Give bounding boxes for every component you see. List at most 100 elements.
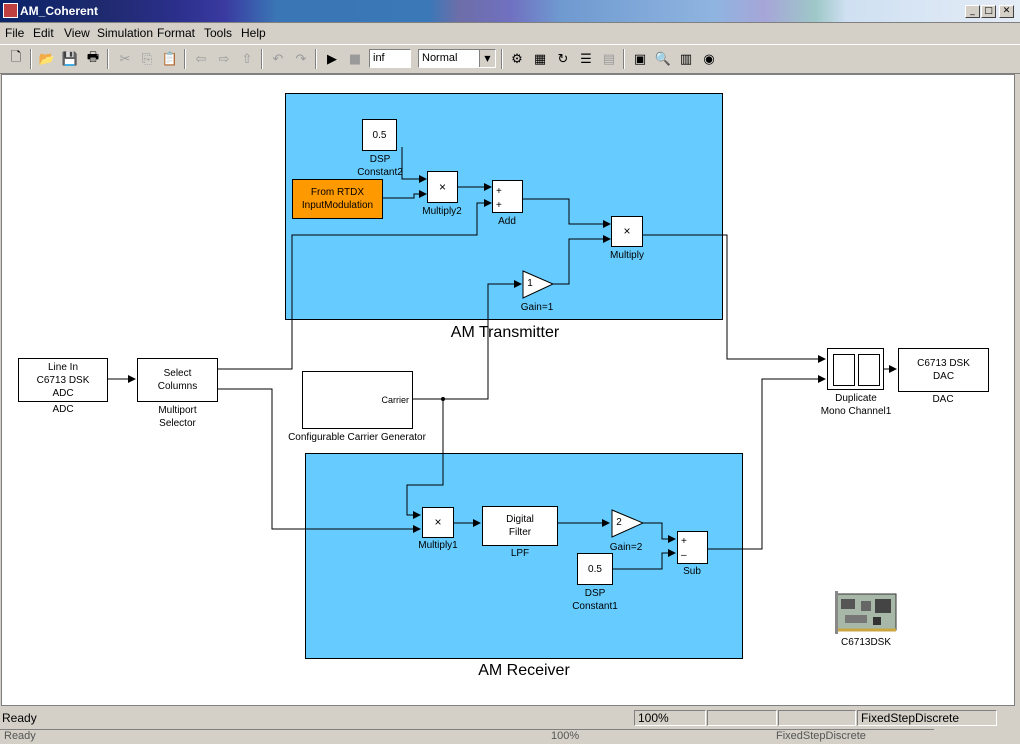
paste-icon[interactable]: 📋 [161, 51, 179, 67]
close-button[interactable]: ✕ [999, 5, 1014, 18]
maximize-button[interactable]: □ [981, 5, 996, 18]
debugger-icon[interactable]: ▥ [679, 51, 693, 67]
multiply-block[interactable]: × [611, 216, 643, 247]
signal-lines [108, 147, 897, 570]
toolbar-separator [623, 49, 625, 69]
gain2-triangle [611, 509, 645, 538]
minimize-button[interactable]: _ [965, 5, 980, 18]
ghost-solver-name: FixedStepDiscrete [776, 730, 866, 742]
update-diagram-icon[interactable]: ▦ [533, 51, 547, 67]
solver-name: FixedStepDiscrete [857, 710, 997, 726]
print-icon[interactable]: 🖶 [86, 50, 100, 65]
sub-plus-sign: + [681, 536, 687, 547]
add-block[interactable]: + + [492, 180, 523, 213]
line-in-adc-block[interactable]: Line In C6713 DSK ADC [18, 358, 108, 402]
from-rtdx-block[interactable]: From RTDX InputModulation [292, 179, 383, 219]
menu-view[interactable]: View [64, 26, 90, 40]
gain1-triangle [522, 270, 555, 299]
carrier-generator-label: Configurable Carrier Generator [288, 432, 426, 443]
status-pane-empty [778, 710, 856, 726]
menu-edit[interactable]: Edit [33, 26, 54, 40]
stop-time-input[interactable]: inf [369, 49, 411, 68]
menu-help[interactable]: Help [241, 26, 266, 40]
status-pane-empty [707, 710, 777, 726]
open-folder-icon[interactable]: 📂 [38, 51, 56, 67]
multiply1-block[interactable]: × [422, 507, 454, 538]
multiply1-label: Multiply1 [418, 540, 458, 551]
multiply2-label: Multiply2 [422, 206, 462, 217]
gain2-value[interactable]: 2 [616, 517, 622, 528]
dsp-constant1-label: DSP Constant1 [572, 588, 618, 612]
menu-tools[interactable]: Tools [204, 26, 233, 40]
multiport-selector-block[interactable]: Select Columns [137, 358, 218, 402]
toolbar-separator [501, 49, 503, 69]
refresh-icon[interactable]: ↻ [557, 51, 569, 67]
simulink-app-icon [3, 3, 18, 18]
up-arrow-icon[interactable]: ⇧ [241, 51, 253, 67]
add-label: Add [498, 216, 516, 227]
build-icon[interactable]: ⚙ [511, 51, 523, 67]
duplicate-mono-channel-block[interactable] [827, 348, 884, 390]
toolbar-separator [107, 49, 109, 69]
am-receiver-label: AM Receiver [478, 662, 570, 679]
save-icon[interactable]: 💾 [61, 51, 79, 67]
multiply-label: Multiply [610, 250, 644, 261]
stop-simulation-icon[interactable]: ■ [348, 51, 362, 67]
window-title: AM_Coherent [20, 4, 99, 18]
digital-filter-block[interactable]: Digital Filter [482, 506, 558, 546]
toolbar-separator [261, 49, 263, 69]
toolbar: 🗋 📂 💾 🖶 ✂ ⎘ 📋 ⇦ ⇨ ⇧ ↶ ↷ ▶ ■ inf Normal ▼… [0, 44, 1020, 74]
sub-label: Sub [683, 566, 701, 577]
copy-icon[interactable]: ⎘ [141, 51, 153, 67]
ghost-status-text: Ready [4, 730, 36, 742]
simulation-mode-value: Normal [422, 52, 458, 64]
dsp-constant2-block[interactable]: 0.5 [362, 119, 397, 151]
menu-simulation[interactable]: Simulation [97, 26, 154, 40]
am-transmitter-label: AM Transmitter [450, 324, 560, 341]
status-bar: Ready 100% FixedStepDiscrete Ready 100% … [0, 707, 1020, 743]
back-arrow-icon[interactable]: ⇦ [195, 51, 207, 67]
menu-format[interactable]: Format [157, 26, 196, 40]
redo-icon[interactable]: ↷ [295, 51, 307, 67]
zoom-level: 100% [634, 710, 706, 726]
toolbar-separator [30, 49, 32, 69]
channel-box [858, 354, 880, 386]
circuit-board-icon [835, 591, 897, 634]
toolbar-separator [315, 49, 317, 69]
channel-box [833, 354, 855, 386]
forward-arrow-icon[interactable]: ⇨ [218, 51, 230, 67]
multiply2-block[interactable]: × [427, 171, 458, 203]
adc-label: ADC [52, 404, 74, 415]
model-explorer-icon[interactable]: 🔍 [654, 51, 672, 67]
cut-icon[interactable]: ✂ [119, 51, 131, 67]
gain1-value[interactable]: 1 [527, 278, 533, 289]
lpf-label: LPF [510, 548, 530, 559]
menu-file[interactable]: File [5, 26, 25, 40]
library-browser-icon[interactable]: ▣ [633, 51, 647, 67]
dac-label: DAC [932, 394, 954, 405]
multiport-selector-label: Multiport Selector [158, 405, 197, 429]
c6713dsk-board-icon[interactable] [835, 591, 898, 634]
title-bar[interactable]: AM_Coherent _ □ ✕ [0, 0, 1020, 23]
duplicate-mono-channel-label: Duplicate Mono Channel1 [820, 393, 892, 417]
record-icon[interactable]: ◉ [703, 51, 715, 67]
undo-icon[interactable]: ↶ [272, 51, 284, 67]
ghost-zoom-level: 100% [551, 730, 580, 742]
diagram-canvas[interactable]: AM Transmitter AM Receiver [1, 74, 1015, 706]
status-text: Ready [2, 711, 37, 725]
background-window-strip: Ready 100% FixedStepDiscrete [0, 729, 934, 744]
chevron-down-icon[interactable]: ▼ [479, 50, 495, 67]
grid-icon[interactable]: ▤ [602, 51, 616, 67]
start-simulation-icon[interactable]: ▶ [327, 51, 337, 67]
dsp-constant1-block[interactable]: 0.5 [577, 553, 613, 585]
sub-block[interactable]: + – [677, 531, 708, 564]
new-file-icon[interactable]: 🗋 [10, 50, 22, 65]
layers-icon[interactable]: ☰ [580, 51, 592, 67]
dac-block[interactable]: C6713 DSK DAC [898, 348, 989, 392]
carrier-generator-block[interactable]: Carrier [302, 371, 413, 429]
toolbar-separator [184, 49, 186, 69]
simulation-mode-select[interactable]: Normal ▼ [418, 49, 496, 68]
add-plus-sign: + [496, 186, 502, 197]
sub-minus-sign: – [681, 550, 687, 561]
add-plus-sign: + [496, 200, 502, 211]
